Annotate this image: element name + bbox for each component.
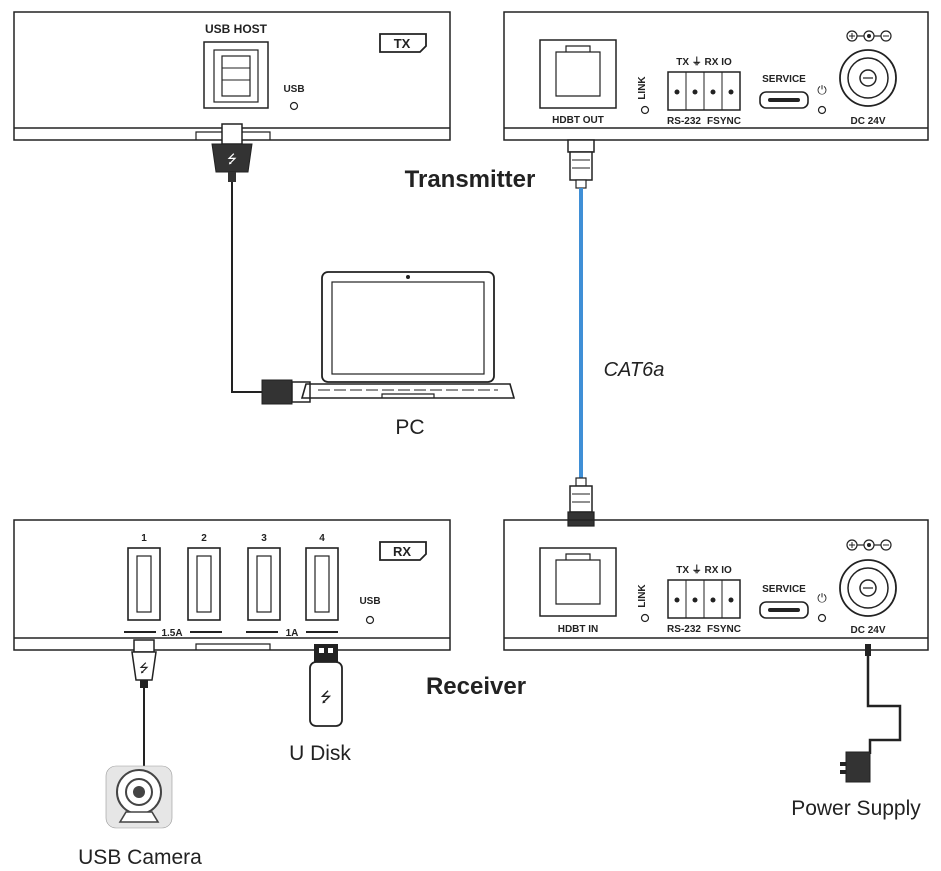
svg-text:RX: RX xyxy=(393,544,411,559)
port-number-3: 3 xyxy=(261,533,267,544)
power-supply-label: Power Supply xyxy=(791,797,921,820)
service-usbc-port-icon xyxy=(759,91,809,109)
tx-terminal-top-label: TX ⏚ RX IO xyxy=(676,56,732,68)
power-led-icon xyxy=(817,613,827,623)
rx-service-label: SERVICE xyxy=(762,584,806,595)
transmitter-label: Transmitter xyxy=(405,166,536,193)
u-disk-label: U Disk xyxy=(289,742,351,765)
port-number-2: 2 xyxy=(201,533,207,544)
usb-camera-icon xyxy=(105,765,173,829)
tx-usb-label: USB xyxy=(283,84,304,95)
current-1a-label: 1A xyxy=(286,628,299,639)
usb-symbol-icon: ⭍ xyxy=(320,690,332,706)
tx-link-label: LINK xyxy=(637,76,648,100)
rx-terminal-top-label: TX ⏚ RX IO xyxy=(676,564,732,576)
dc-jack-icon xyxy=(839,49,897,107)
dc-polarity-icon xyxy=(846,539,892,551)
rx-fsync-label: FSYNC xyxy=(707,624,741,635)
tx-dc-label: DC 24V xyxy=(850,116,885,127)
usb-camera-label: USB Camera xyxy=(78,846,202,869)
service-usbc-port-icon xyxy=(759,601,809,619)
power-adapter-icon xyxy=(840,751,871,783)
hdbt-out-port-icon xyxy=(539,39,617,109)
link-led-icon xyxy=(640,613,650,623)
usb-a-port-2-icon xyxy=(187,547,221,621)
power-icon: ⏻ xyxy=(817,591,827,605)
receiver-label: Receiver xyxy=(426,673,526,700)
rx-usb-device: 1 2 3 4 1.5A 1A USB RX xyxy=(13,519,451,651)
usb-host-label: USB HOST xyxy=(205,22,268,36)
hdbt-in-port-icon xyxy=(539,547,617,617)
power-cable xyxy=(865,644,902,754)
pc-laptop-icon xyxy=(300,271,516,399)
rx-badge: RX xyxy=(379,541,427,561)
usb-led-icon xyxy=(289,101,299,111)
current-1-5a-label: 1.5A xyxy=(161,628,182,639)
usb-camera-cable: ⭍ xyxy=(131,639,157,768)
terminal-block-icon xyxy=(667,71,741,111)
tx-main-device: HDBT OUT LINK TX ⏚ RX IO RS-232 FSYNC SE… xyxy=(503,11,929,141)
tx-rs232-label: RS-232 xyxy=(667,116,701,127)
hdbt-out-label: HDBT OUT xyxy=(552,115,604,126)
tx-badge: TX xyxy=(379,33,427,53)
usb-a-port-1-icon xyxy=(127,547,161,621)
cat6a-label: CAT6a xyxy=(604,359,665,381)
svg-text:TX: TX xyxy=(394,36,411,51)
pc-label: PC xyxy=(395,416,424,439)
cat6a-cable xyxy=(567,139,595,527)
rx-usb-label: USB xyxy=(359,596,380,607)
usb-a-port-4-icon xyxy=(305,547,339,621)
dc-polarity-icon xyxy=(846,30,892,42)
usb-b-port-icon xyxy=(203,41,269,109)
tx-fsync-label: FSYNC xyxy=(707,116,741,127)
dc-jack-icon xyxy=(839,559,897,617)
power-icon: ⏻ xyxy=(817,83,827,97)
usb-a-port-3-icon xyxy=(247,547,281,621)
usb-symbol-icon: ⭍ xyxy=(227,152,237,166)
tx-service-label: SERVICE xyxy=(762,74,806,85)
usb-symbol-icon: ⭍ xyxy=(139,661,149,675)
rx-link-label: LINK xyxy=(637,584,648,608)
link-led-icon xyxy=(640,105,650,115)
u-disk-icon: ⭍ xyxy=(309,644,343,727)
port-number-4: 4 xyxy=(319,533,325,544)
rx-main-device: HDBT IN LINK TX ⏚ RX IO RS-232 FSYNC SER… xyxy=(503,519,929,651)
rx-dc-label: DC 24V xyxy=(850,625,885,636)
tx-usb-device: USB HOST USB TX xyxy=(13,11,451,141)
terminal-block-icon xyxy=(667,579,741,619)
rx-usb-led-icon xyxy=(365,615,375,625)
port-number-1: 1 xyxy=(141,533,147,544)
power-led-icon xyxy=(817,105,827,115)
hdbt-in-label: HDBT IN xyxy=(558,624,599,635)
usb-cable-tx-pc: ⭍ xyxy=(211,123,311,405)
rx-rs232-label: RS-232 xyxy=(667,624,701,635)
